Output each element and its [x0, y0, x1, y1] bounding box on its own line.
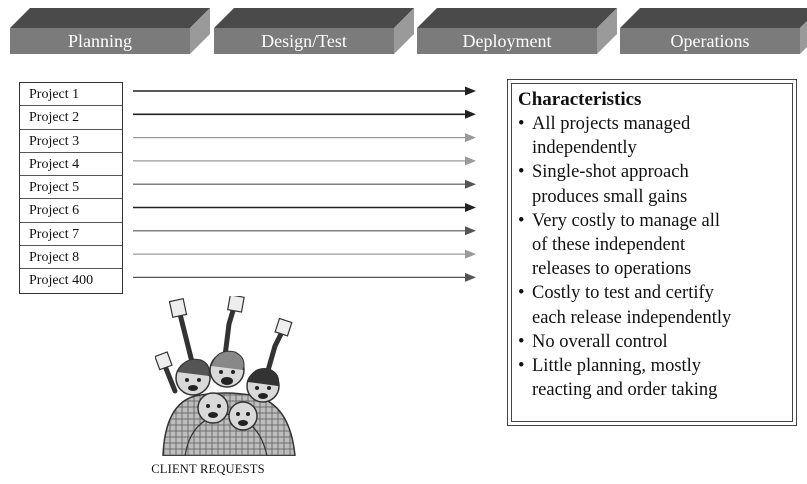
project-arrow-head	[465, 226, 476, 236]
project-arrow-head	[465, 156, 476, 166]
phase-banner	[417, 8, 617, 54]
phase-bar-shapes	[10, 8, 807, 54]
phase-banner-side	[800, 21, 807, 54]
characteristic-line: Costly to test and certify	[532, 283, 714, 304]
phase-banner-front	[214, 28, 394, 54]
characteristic-item: Single-shot approach produces small gain…	[518, 160, 786, 208]
project-list: Project 1 Project 2 Project 3 Project 4 …	[19, 82, 123, 294]
characteristic-line: Little planning, mostly	[532, 356, 702, 377]
characteristic-line: Very costly to manage all	[532, 210, 721, 231]
project-row: Project 6	[20, 199, 122, 223]
phase-banner-top	[214, 8, 414, 28]
phase-banner-front	[10, 28, 190, 54]
project-arrow-head	[465, 249, 476, 259]
client-crowd-illustration	[155, 296, 296, 456]
characteristic-item: All projects managed independently	[518, 112, 786, 160]
phase-banner-side	[597, 8, 617, 54]
project-row: Project 4	[20, 153, 122, 177]
phase-banner	[214, 8, 414, 54]
phase-banner-top	[10, 8, 210, 28]
characteristic-item: Costly to test and certify each release …	[518, 281, 786, 329]
characteristics-title: Characteristics	[518, 89, 642, 110]
phase-banner-top	[620, 8, 807, 28]
phase-banner-side	[190, 8, 210, 54]
characteristic-line: produces small gains	[532, 186, 688, 207]
phase-design-test-label: Design/Test	[261, 31, 347, 51]
project-row: Project 3	[20, 130, 122, 153]
characteristics-inner: Characteristics All projects managed ind…	[511, 83, 793, 422]
client-requests-caption: CLIENT REQUESTS	[151, 462, 265, 476]
project-row: Project 1	[20, 83, 122, 107]
phase-banner-front	[620, 28, 800, 54]
project-arrow-head	[465, 86, 476, 96]
characteristic-line: All projects managed	[532, 114, 691, 134]
phase-banner	[10, 8, 210, 54]
phase-banner-side	[394, 8, 414, 54]
characteristic-line: of these independent	[532, 235, 686, 256]
project-arrow-head	[465, 203, 476, 212]
characteristic-line: reacting and order taking	[532, 380, 718, 401]
project-row: Project 5	[20, 176, 122, 200]
project-row: Project 400	[29, 273, 94, 289]
characteristic-line: Single-shot approach	[532, 162, 689, 183]
characteristic-line: each release independently	[532, 307, 732, 328]
project-row: Project 2	[20, 106, 122, 130]
project-row: Project 8	[20, 246, 122, 270]
characteristic-line: independently	[532, 138, 637, 159]
phase-banner	[620, 8, 807, 54]
project-arrow-head	[465, 272, 476, 282]
project-arrow-head	[465, 133, 476, 143]
phase-banner-front	[417, 28, 597, 54]
characteristics-list: All projects managed independently Singl…	[518, 112, 786, 402]
characteristic-item: Very costly to manage all of these indep…	[518, 209, 786, 282]
characteristic-line: No overall control	[532, 331, 668, 352]
characteristic-item: No overall control	[518, 330, 786, 354]
characteristic-item: Little planning, mostly reacting and ord…	[518, 354, 786, 402]
phase-deployment-label: Deployment	[462, 31, 552, 51]
project-row: Project 7	[20, 223, 122, 247]
phase-bar: Planning Design/Test Deployment Operatio…	[0, 0, 807, 58]
characteristic-line: releases to operations	[532, 259, 692, 280]
project-arrow-head	[465, 179, 476, 189]
characteristics-box: Characteristics All projects managed ind…	[507, 79, 797, 426]
phase-operations-label: Operations	[670, 31, 750, 51]
phase-planning-label: Planning	[67, 31, 132, 51]
project-arrow-head	[465, 109, 476, 119]
phase-banner-top	[417, 8, 617, 28]
